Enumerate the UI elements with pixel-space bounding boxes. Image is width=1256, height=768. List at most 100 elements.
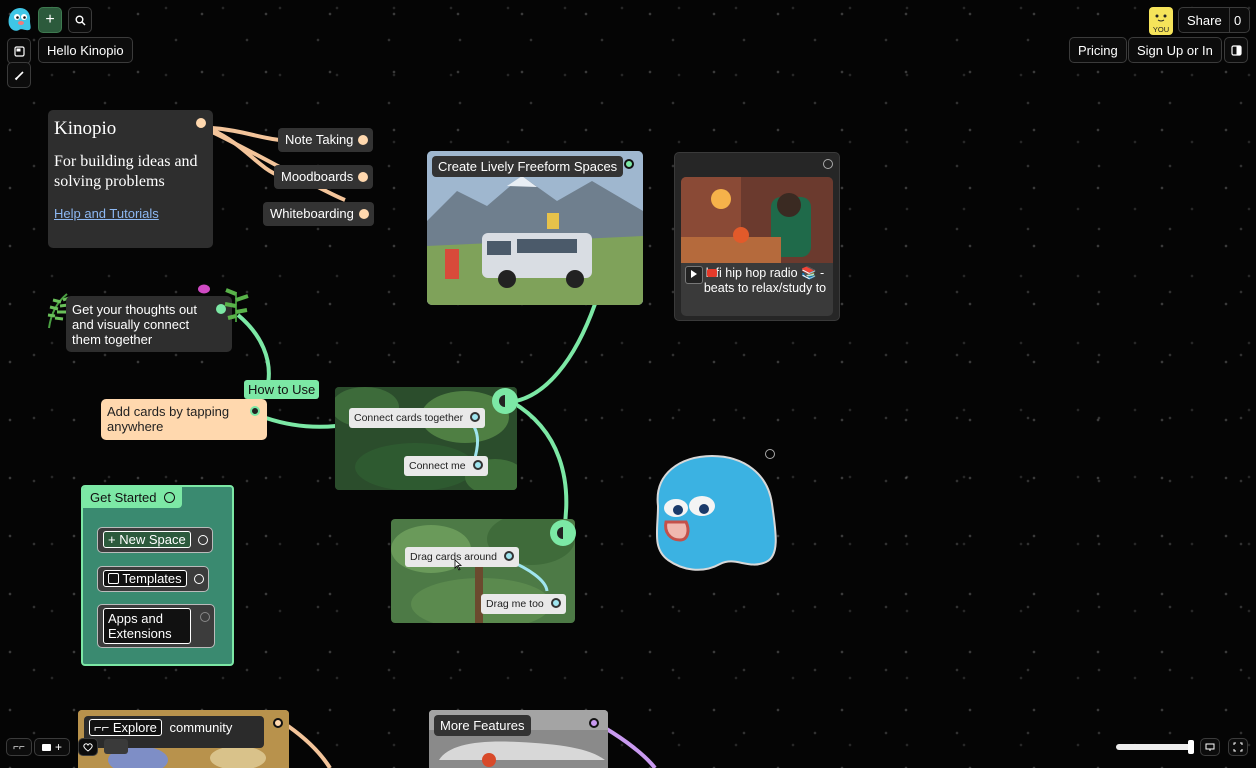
apps-extensions-card[interactable]: Apps and Extensions — [97, 604, 215, 648]
thoughts-card[interactable]: Get your thoughts out and visually conne… — [66, 296, 232, 352]
connector-dot[interactable] — [250, 406, 260, 416]
new-space-button[interactable]: + New Space — [103, 531, 191, 548]
drag-demo-box[interactable]: Drag cards around Drag me too — [391, 519, 575, 623]
binoculars-icon: ⌐⌐ — [13, 741, 25, 753]
add-cards-text: Add cards by tapping anywhere — [107, 404, 230, 434]
sidebar-toggle-button[interactable] — [7, 38, 31, 64]
connection-explore-out — [286, 724, 332, 768]
zoom-slider[interactable] — [1116, 740, 1194, 754]
plus-icon: + — [108, 532, 116, 547]
sidebar-panel-button[interactable] — [1224, 37, 1248, 63]
space-name: Hello Kinopio — [47, 42, 124, 58]
help-tutorials-link[interactable]: Help and Tutorials — [54, 206, 159, 221]
kinopio-logo[interactable] — [5, 5, 33, 33]
more-features-card[interactable]: More Features — [429, 710, 608, 768]
half-moon-icon — [499, 395, 505, 407]
whiteboarding-card[interactable]: Whiteboarding — [263, 202, 374, 226]
templates-button[interactable]: Templates — [103, 570, 187, 587]
lofi-thumbnail-image — [681, 177, 833, 263]
connection-kinopio-notetaking — [211, 126, 281, 142]
share-button[interactable]: Share 0 — [1178, 7, 1250, 33]
connect-me-card[interactable]: Connect me — [404, 456, 488, 476]
get-started-title[interactable]: Get Started — [83, 487, 183, 508]
connector-dot[interactable] — [472, 460, 483, 470]
explore-toolbar-button[interactable]: ⌐⌐ — [6, 738, 32, 756]
youtube-icon — [707, 269, 717, 277]
kinopio-tagline: For building ideas and solving problems — [54, 153, 198, 190]
drag-box-handle[interactable] — [550, 520, 576, 546]
lofi-video-card[interactable]: lofi hip hop radio 📚 - beats to relax/st… — [674, 152, 840, 321]
lofi-title: lofi hip hop radio 📚 - beats to relax/st… — [703, 266, 827, 295]
page-icon — [13, 45, 25, 57]
heart-icon — [83, 742, 93, 752]
get-started-dot[interactable] — [164, 492, 176, 503]
add-space-button[interactable]: + — [38, 7, 62, 33]
connector-dot[interactable] — [198, 535, 208, 545]
lofi-caption: lofi hip hop radio 📚 - beats to relax/st… — [681, 266, 833, 296]
share-label: Share — [1187, 12, 1222, 28]
connector-dot[interactable] — [358, 172, 369, 182]
search-button[interactable] — [68, 7, 92, 33]
kinopio-card[interactable]: Kinopio For building ideas and solving p… — [48, 110, 213, 248]
connection-more-out — [603, 726, 657, 768]
connector-dot[interactable] — [470, 412, 481, 422]
minimap-button[interactable] — [1200, 738, 1220, 756]
connector-dot[interactable] — [200, 612, 210, 622]
pricing-button[interactable]: Pricing — [1069, 37, 1127, 63]
pencil-icon — [14, 70, 24, 80]
search-icon — [75, 15, 85, 25]
explore-button[interactable]: ⌐⌐ Explore — [89, 719, 162, 736]
drawing-tool-button[interactable] — [7, 62, 31, 88]
connection-connect-drag — [510, 400, 569, 531]
user-avatar[interactable]: YOU — [1149, 7, 1173, 35]
space-name-button[interactable]: Hello Kinopio — [38, 37, 133, 63]
connection-add-howto — [265, 416, 337, 429]
connector-dot[interactable] — [194, 574, 204, 584]
how-to-use-label[interactable]: How to Use — [244, 380, 320, 399]
play-button[interactable] — [685, 266, 703, 284]
freeform-image-card[interactable]: Create Lively Freeform Spaces — [427, 151, 643, 305]
add-cards-card[interactable]: Add cards by tapping anywhere — [101, 399, 267, 440]
drag-around-card[interactable]: Drag cards around — [405, 547, 519, 567]
connector-dot[interactable] — [589, 718, 599, 728]
lofi-video-preview[interactable]: lofi hip hop radio 📚 - beats to relax/st… — [681, 177, 833, 316]
connector-dot[interactable] — [503, 551, 514, 561]
connector-dot[interactable] — [823, 159, 833, 169]
note-taking-card[interactable]: Note Taking — [278, 128, 374, 152]
zoom-slider-handle[interactable] — [1188, 740, 1194, 754]
new-space-card[interactable]: + New Space — [97, 527, 213, 553]
panel-icon — [1230, 44, 1242, 56]
sticker-connector-dot[interactable] — [765, 449, 775, 459]
connector-dot[interactable] — [550, 598, 561, 608]
half-moon-icon — [557, 527, 563, 539]
note-taking-label: Note Taking — [285, 132, 354, 147]
connect-demo-box[interactable]: Connect cards together Connect me — [335, 387, 517, 490]
more-features-title: More Features — [434, 715, 531, 736]
thoughts-text: Get your thoughts out and visually conne… — [72, 302, 198, 347]
connector-dot[interactable] — [358, 135, 369, 145]
share-divider — [1229, 8, 1230, 32]
connect-together-card[interactable]: Connect cards together — [349, 408, 486, 428]
connector-dot[interactable] — [216, 304, 226, 314]
connect-box-handle[interactable] — [492, 388, 518, 414]
connector-dot[interactable] — [358, 209, 369, 219]
connector-dot[interactable] — [273, 718, 283, 728]
templates-card[interactable]: Templates — [97, 566, 209, 592]
connector-dot[interactable] — [624, 159, 634, 169]
apps-extensions-button[interactable]: Apps and Extensions — [103, 608, 191, 644]
sign-up-button[interactable]: Sign Up or In — [1128, 37, 1222, 63]
get-started-box[interactable]: Get Started + New Space Templates Apps a… — [81, 485, 234, 666]
connector-dot[interactable] — [196, 118, 206, 128]
freeform-title: Create Lively Freeform Spaces — [432, 156, 624, 177]
share-count: 0 — [1234, 12, 1242, 28]
plus-icon: + — [54, 740, 62, 754]
moodboards-card[interactable]: Moodboards — [274, 165, 374, 189]
fullscreen-button[interactable] — [1228, 738, 1248, 756]
drag-me-card[interactable]: Drag me too — [481, 594, 566, 614]
monitor-icon — [1205, 743, 1215, 751]
favorite-button[interactable] — [78, 738, 98, 756]
moodboards-label: Moodboards — [281, 169, 354, 184]
comment-toggle[interactable] — [104, 739, 128, 754]
fullscreen-icon — [1233, 742, 1243, 752]
media-toolbar-button[interactable]: + — [34, 738, 70, 756]
